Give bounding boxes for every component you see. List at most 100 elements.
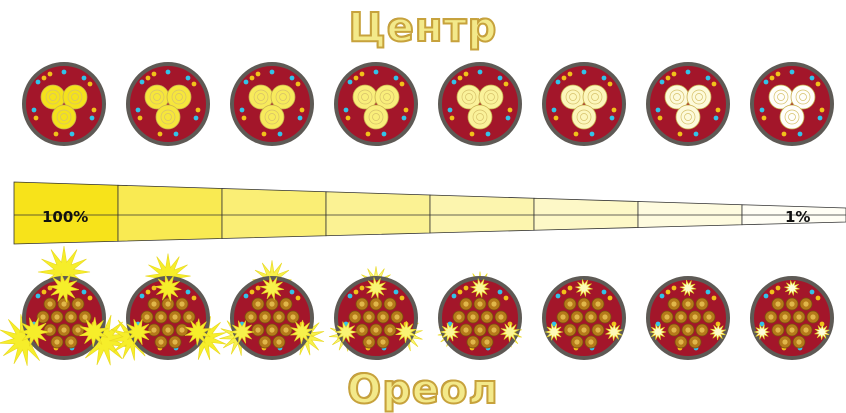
- center-disc-dot: [507, 107, 513, 113]
- lens-ring: [279, 93, 287, 101]
- halo-disc-dot: [759, 321, 765, 327]
- center-disc-dot: [157, 131, 163, 137]
- center-disc: [126, 62, 210, 146]
- center-disc-dot: [551, 107, 557, 113]
- disc-body: [22, 62, 106, 146]
- center-disc-dot: [555, 79, 561, 85]
- lens-ring: [264, 109, 280, 125]
- center-disc-dot: [797, 131, 803, 137]
- center-disc-dot: [713, 115, 719, 121]
- halo-led-core: [54, 314, 60, 320]
- halo-led-core: [671, 301, 677, 307]
- lens-ring: [691, 89, 707, 105]
- center-row: [22, 62, 834, 146]
- center-disc-dot: [381, 131, 387, 137]
- halo-spark: [470, 278, 490, 298]
- halo-led-core: [68, 314, 74, 320]
- halo-spark: [229, 320, 255, 344]
- halo-led-core: [373, 327, 379, 333]
- halo-spark: [784, 280, 800, 296]
- halo-led-core: [463, 327, 469, 333]
- lens-ring: [695, 93, 703, 101]
- disc-body: [542, 62, 626, 146]
- center-disc-dot: [255, 71, 261, 77]
- halo-led-core: [581, 327, 587, 333]
- center-lens: [686, 84, 712, 110]
- center-lens: [51, 104, 77, 130]
- halo-led-core: [179, 301, 185, 307]
- center-disc-dot: [53, 131, 59, 137]
- lens-ring: [268, 113, 276, 121]
- halo-spark: [500, 322, 520, 342]
- lens-ring: [171, 89, 187, 105]
- lens-ring: [379, 89, 395, 105]
- center-lens: [259, 104, 285, 130]
- halo-led-core: [61, 301, 67, 307]
- center-lens: [270, 84, 296, 110]
- center-disc-dot: [477, 69, 483, 75]
- halo-led-core: [699, 301, 705, 307]
- center-disc-dot: [451, 79, 457, 85]
- scale-segment: [221, 188, 327, 239]
- halo-disc: [542, 276, 626, 360]
- center-disc-dot: [561, 75, 567, 81]
- center-disc-dot: [553, 115, 559, 121]
- center-disc-dot: [135, 107, 141, 113]
- halo-disc: [646, 276, 730, 360]
- lens-ring: [587, 89, 603, 105]
- halo-row: [0, 245, 834, 366]
- lens-ring: [565, 89, 581, 105]
- halo-led-core: [269, 301, 275, 307]
- center-disc-dot: [581, 69, 587, 75]
- center-disc-dot: [269, 69, 275, 75]
- halo-led-core: [359, 301, 365, 307]
- center-disc-dot: [89, 115, 95, 121]
- center-disc: [438, 62, 522, 146]
- center-disc-dot: [403, 107, 409, 113]
- halo-disc-dot: [185, 289, 191, 295]
- halo-led-core: [276, 339, 282, 345]
- halo-disc-dot: [249, 289, 255, 295]
- center-disc-dot: [239, 107, 245, 113]
- disc-body: [334, 276, 418, 360]
- center-disc-dot: [173, 131, 179, 137]
- center-disc-dot: [297, 115, 303, 121]
- halo-led-core: [699, 327, 705, 333]
- halo-led-core: [706, 314, 712, 320]
- disc-body: [126, 276, 210, 360]
- lens-ring: [795, 89, 811, 105]
- center-disc-dot: [35, 79, 41, 85]
- halo-led-core: [678, 339, 684, 345]
- halo-disc-dot: [659, 293, 665, 299]
- center-disc-dot: [261, 131, 267, 137]
- disc-body: [438, 276, 522, 360]
- center-disc-dot: [665, 75, 671, 81]
- center-lens: [478, 84, 504, 110]
- lens-ring: [383, 93, 391, 101]
- halo-led-core: [165, 301, 171, 307]
- halo-led-core: [567, 327, 573, 333]
- halo-spark: [290, 319, 314, 345]
- halo-disc-dot: [763, 293, 769, 299]
- center-lens: [571, 104, 597, 130]
- center-disc: [230, 62, 314, 146]
- halo-disc-dot: [87, 295, 93, 301]
- halo-spark: [709, 323, 727, 341]
- center-disc-dot: [449, 115, 455, 121]
- halo-led-core: [387, 301, 393, 307]
- halo-led-core: [477, 301, 483, 307]
- halo-disc-dot: [671, 285, 677, 291]
- center-disc-dot: [81, 75, 87, 81]
- halo-disc-dot: [601, 289, 607, 295]
- halo-disc-dot: [255, 285, 261, 291]
- disc-body: [750, 276, 834, 360]
- lens-ring: [487, 93, 495, 101]
- center-disc-dot: [769, 75, 775, 81]
- halo-disc: [437, 271, 522, 360]
- halo-led-core: [262, 314, 268, 320]
- lens-ring: [49, 93, 57, 101]
- lens-ring: [175, 93, 183, 101]
- halo-led-core: [352, 314, 358, 320]
- lens-ring: [476, 113, 484, 121]
- center-disc-dot: [151, 71, 157, 77]
